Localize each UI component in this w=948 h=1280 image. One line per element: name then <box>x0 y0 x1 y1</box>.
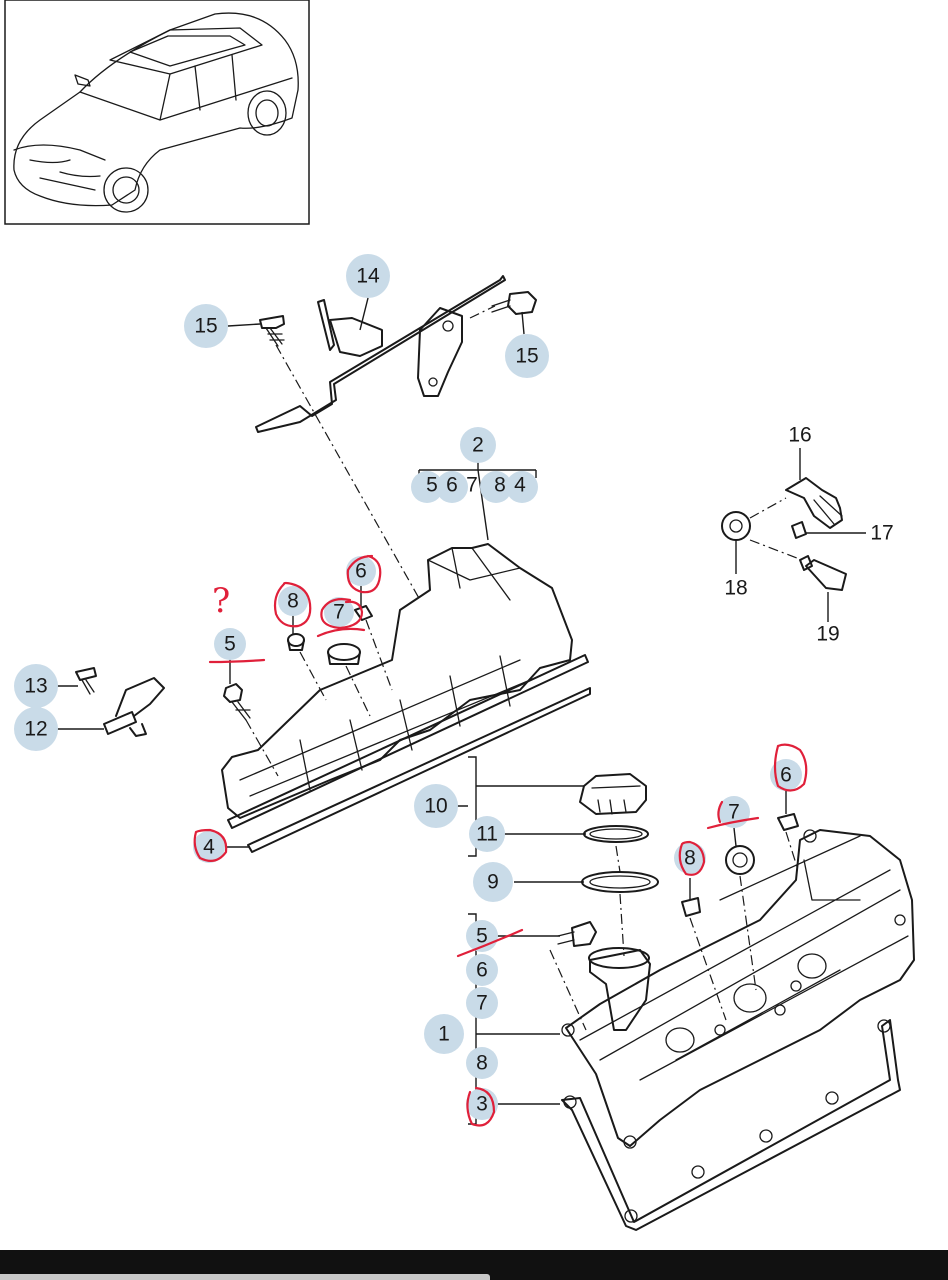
callout-7-lower[interactable]: 7 <box>718 796 750 828</box>
callout-9[interactable]: 9 <box>473 862 513 902</box>
callout-5-lower-label: 5 <box>476 925 488 948</box>
callout-14[interactable]: 14 <box>346 254 390 298</box>
callout-10[interactable]: 10 <box>414 784 458 828</box>
callout-15-left-label: 15 <box>194 315 217 338</box>
callout-8-upper-label: 8 <box>287 590 299 613</box>
callout-4-upper-label: 4 <box>203 836 215 859</box>
subgroup-2-item-6[interactable]: 6 <box>446 474 458 497</box>
leader-7-lower <box>733 827 737 847</box>
red-annotations: ? <box>193 554 808 1127</box>
callout-17[interactable]: 17 <box>870 522 893 545</box>
callout-2[interactable]: 2 <box>460 427 496 463</box>
subgroup-2-bubbles <box>411 471 538 503</box>
callout-1[interactable]: 1 <box>424 1014 464 1054</box>
callout-1-label: 1 <box>438 1023 450 1046</box>
callout-7-lower-label: 7 <box>728 801 740 824</box>
subgroup-2-item-7[interactable]: 7 <box>466 474 478 497</box>
callout-6-lower-label: 6 <box>780 764 792 787</box>
callout-9-label: 9 <box>487 871 499 894</box>
seal-7-lower <box>725 845 757 991</box>
callout-4-upper[interactable]: 4 <box>193 831 225 863</box>
bolt-5-upper <box>223 683 279 777</box>
callout-2-label: 2 <box>472 434 484 457</box>
callout-11-label: 11 <box>476 823 498 846</box>
callout-8-upper[interactable]: 8 <box>278 586 308 616</box>
callout-8-lower-label: 8 <box>684 847 696 870</box>
screw-6-lower <box>777 813 799 871</box>
plug-8-upper <box>287 633 327 701</box>
assembly-line-bolt-left <box>275 344 421 601</box>
callout-8-group1-label: 8 <box>476 1052 488 1075</box>
leader-14 <box>359 297 369 331</box>
assembly-line-cap <box>615 845 625 957</box>
device-bottom-bar <box>0 1250 948 1280</box>
valve-cover-left-bank <box>221 543 591 853</box>
oil-filler-cap <box>579 773 647 815</box>
mounting-bracket <box>255 275 537 433</box>
callout-5-upper-label: 5 <box>224 633 236 656</box>
callout-7-upper[interactable]: 7 <box>324 597 354 627</box>
callout-16[interactable]: 16 <box>788 424 811 447</box>
subgroup-2-item-5[interactable]: 5 <box>426 474 438 497</box>
assembly-line-bolt-right <box>469 305 496 319</box>
question-mark-annotation: ? <box>212 581 230 621</box>
oring-9 <box>581 871 659 893</box>
callout-13-label: 13 <box>24 675 47 698</box>
callout-11[interactable]: 11 <box>469 816 505 852</box>
callout-15-left[interactable]: 15 <box>184 304 228 348</box>
leader-15-left <box>227 323 261 327</box>
callout-12[interactable]: 12 <box>14 707 58 751</box>
leader-15-right <box>521 311 525 335</box>
plug-8-lower <box>681 897 727 1021</box>
callout-19[interactable]: 19 <box>816 623 839 646</box>
callout-14-label: 14 <box>356 265 380 288</box>
callout-3-label: 3 <box>476 1093 488 1116</box>
camshaft-sensor <box>75 667 165 737</box>
gasket-3-lower <box>561 1019 901 1231</box>
coolant-sensor-group <box>721 477 847 591</box>
callout-6-group1-label: 6 <box>476 959 488 982</box>
callout-6-upper[interactable]: 6 <box>346 556 376 586</box>
callout-7-group1-label: 7 <box>476 992 488 1015</box>
cap-seal-11 <box>583 825 649 843</box>
callout-6-upper-label: 6 <box>355 560 367 583</box>
callout-7-group1[interactable]: 7 <box>466 987 498 1019</box>
callout-13[interactable]: 13 <box>14 664 58 708</box>
valve-cover-right-bank <box>561 829 915 1149</box>
screw-6-upper <box>354 605 393 691</box>
callout-6-group1[interactable]: 6 <box>466 954 498 986</box>
callout-5-upper[interactable]: 5 <box>214 628 246 660</box>
vehicle-thumbnail <box>4 0 310 225</box>
subgroup-2-item-8[interactable]: 8 <box>494 474 506 497</box>
callout-12-label: 12 <box>24 718 47 741</box>
gasket-3-lugs <box>563 1019 891 1223</box>
bolt-5-lower <box>549 921 597 1031</box>
callout-18[interactable]: 18 <box>724 577 747 600</box>
home-indicator[interactable] <box>0 1274 490 1280</box>
callout-15-right-label: 15 <box>515 345 538 368</box>
callout-7-upper-label: 7 <box>333 601 345 624</box>
subgroup-2-item-4[interactable]: 4 <box>514 474 526 497</box>
callout-15-right[interactable]: 15 <box>505 334 549 378</box>
callout-10-label: 10 <box>424 795 447 818</box>
seal-7-upper <box>327 643 371 717</box>
callout-8-group1[interactable]: 8 <box>466 1047 498 1079</box>
